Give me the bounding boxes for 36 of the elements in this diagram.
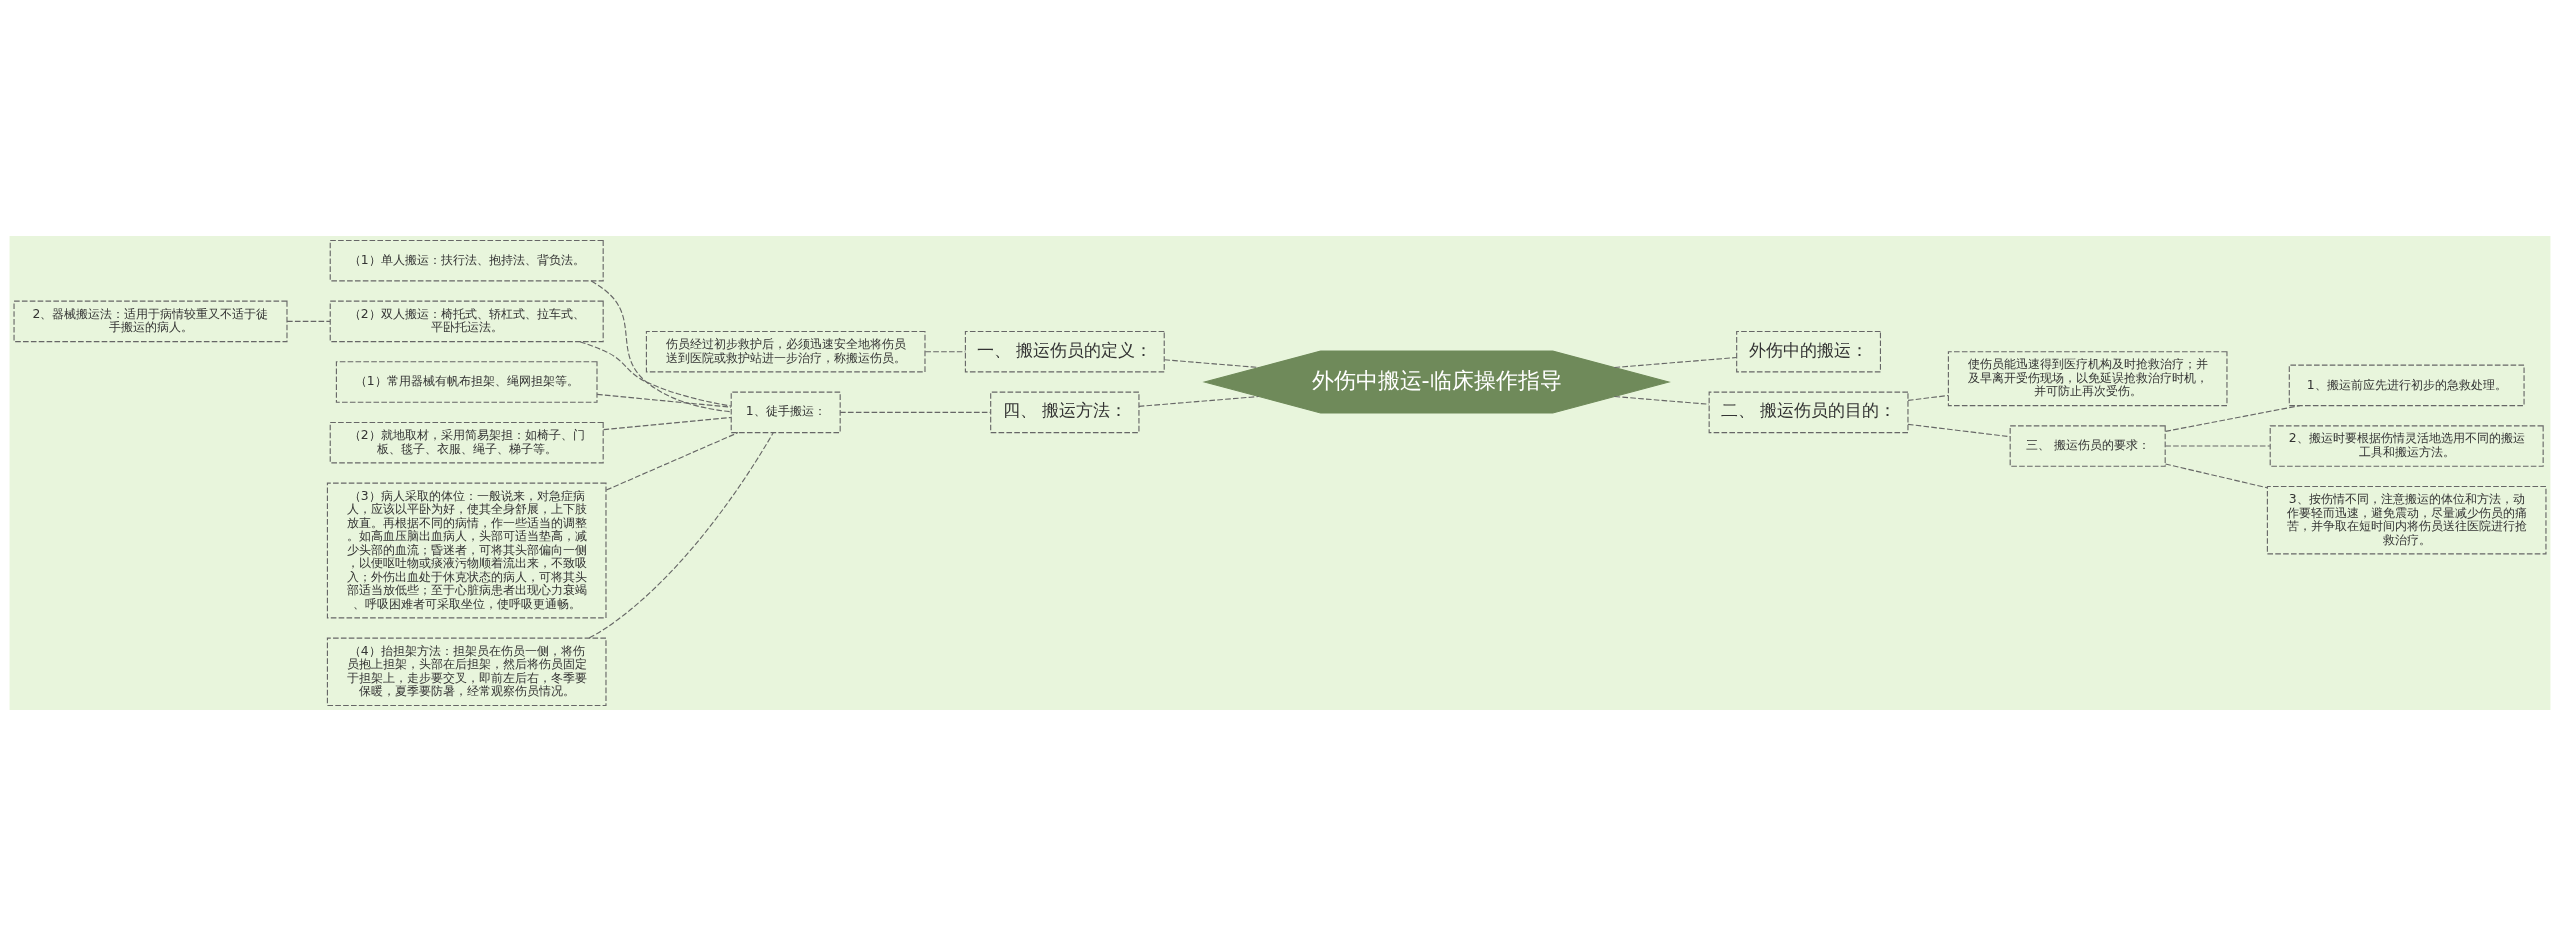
connector (1907, 394, 1949, 401)
connector (1163, 359, 1260, 369)
node-box: 二、 搬运伤员的目的： (1708, 391, 1909, 434)
node-box: （1）常用器械有帆布担架、绳网担架等。 (335, 361, 598, 403)
node-box: （2）就地取材，采用简易架担：如椅子、门板、毯子、衣服、绳子、梯子等。 (329, 421, 604, 464)
connector (590, 280, 732, 413)
connector (602, 416, 732, 431)
connector (596, 393, 732, 408)
connector (924, 351, 966, 353)
node-box: （3）病人采取的体位：一般说来，对急症病人，应该以平卧为好，使其全身舒展，上下肢放直。再根据不同的病情，作一些适当的调整。如高血压脑出血病人，头部可适当垫高，减少头部的血流；昏迷者，可将其头部偏向一侧，以便呕吐物或痰液污物顺着流出来，不致吸入；外伤出血处于休克状态的病人，可将其头部适当放低些；至于心脏病患者出现心力衰竭、呼吸困难者可采取坐位，使呼吸更通畅。 (326, 482, 607, 619)
connector (1613, 356, 1738, 369)
node-box: 2、器械搬运法：适用于病情较重又不适于徒手搬运的病人。 (13, 300, 288, 343)
node-box: 外伤中的搬运： (1736, 330, 1881, 373)
node-box: （4）抬担架方法：担架员在伤员一侧，将伤员抱上担架，头部在后担架，然后将伤员固定于担架上，走步要交叉，即前左后右，冬季要保暖，夏季要防暑，经常观察伤员情况。 (326, 637, 607, 707)
connector (286, 320, 331, 322)
connector (2164, 445, 2271, 447)
connector (1907, 423, 2011, 438)
connector (1613, 395, 1710, 405)
node-box: （2）双人搬运：椅托式、轿杠式、拉车式、平卧托运法。 (329, 300, 604, 343)
connector (588, 432, 774, 639)
node-box: 三、 搬运伤员的要求： (2009, 425, 2166, 467)
connector (839, 411, 992, 413)
node-box: 1、搬运前应先进行初步的急救处理。 (2288, 364, 2525, 407)
node-box: 3、按伤情不同，注意搬运的体位和方法，动作要轻而迅速，避免震动，尽量减少伤员的痛苦，并争取在短时间内将伤员送往医院进行抢救治疗。 (2266, 485, 2547, 555)
node-box: 使伤员能迅速得到医疗机构及时抢救治疗；并及早离开受伤现场，以免延误抢救治疗时机，并可防止再次受伤。 (1947, 351, 2228, 407)
node-box: （1）单人搬运：扶行法、抱持法、背负法。 (329, 239, 604, 282)
connector (605, 432, 739, 491)
connector (579, 341, 732, 407)
node-box: 伤员经过初步救护后，必须迅速安全地将伤员送到医院或救护站进一步治疗，称搬运伤员。 (645, 330, 926, 373)
node-box: 四、 搬运方法： (990, 391, 1140, 434)
node-box: 2、搬运时要根据伤情灵活地选用不同的搬运工具和搬运方法。 (2269, 425, 2544, 467)
node-box: 1、徒手搬运： (730, 391, 841, 434)
connector (2164, 463, 2268, 489)
connector (2164, 405, 2301, 432)
connector (1138, 396, 1260, 407)
node-box: 一、 搬运伤员的定义： (964, 330, 1165, 373)
